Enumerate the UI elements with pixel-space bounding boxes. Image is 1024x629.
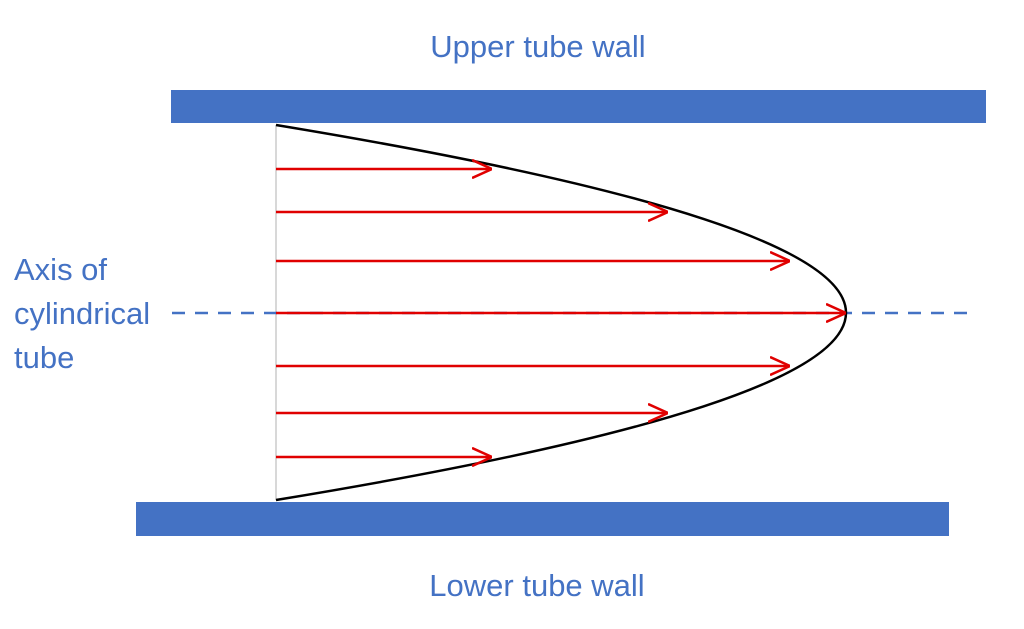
lower-wall-label: Lower tube wall [429,568,644,603]
axis-label-line1: Axis of [14,252,107,287]
lower-tube-wall [136,502,949,536]
velocity-arrows [276,169,846,457]
upper-tube-wall [171,90,986,123]
axis-label-line2: cylindrical [14,296,150,331]
upper-wall-label: Upper tube wall [430,29,645,64]
axis-label-line3: tube [14,340,74,375]
